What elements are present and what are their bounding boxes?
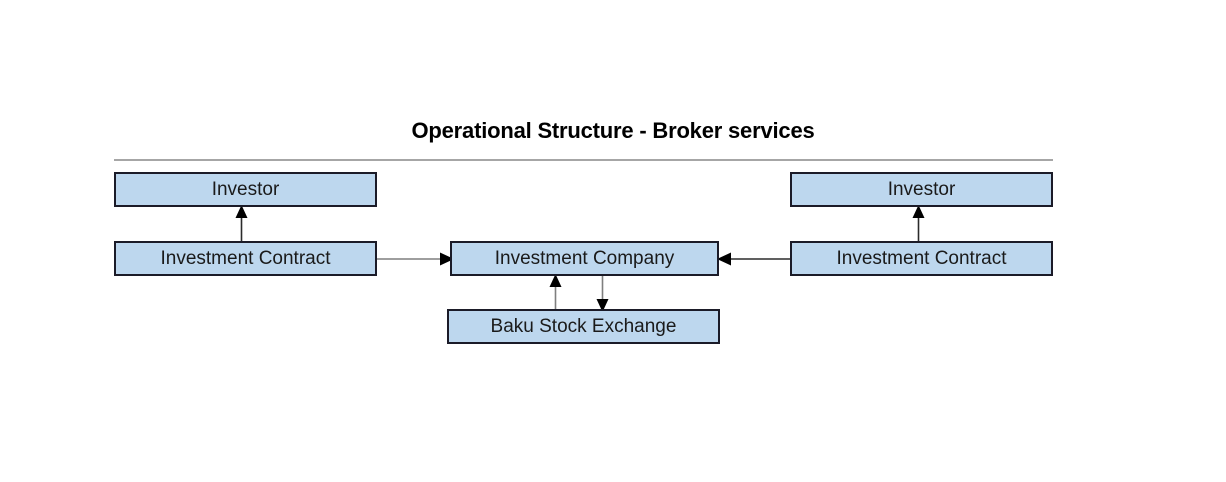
node-investor-right[interactable]: Investor <box>790 172 1053 207</box>
page-title: Operational Structure - Broker services <box>411 118 815 143</box>
node-investment-contract-left[interactable]: Investment Contract <box>114 241 377 276</box>
node-label: Investment Company <box>494 247 675 269</box>
connector-contract-left-to-investor-left <box>235 205 248 245</box>
node-baku-stock-exchange[interactable]: Baku Stock Exchange <box>447 309 720 344</box>
node-investment-company[interactable]: Investment Company <box>450 241 719 276</box>
node-investor-left[interactable]: Investor <box>114 172 377 207</box>
node-label: Investor <box>211 178 280 200</box>
node-label: Investor <box>887 178 956 200</box>
node-investment-contract-right[interactable]: Investment Contract <box>790 241 1053 276</box>
connector-contract-right-to-investor-right <box>912 205 925 245</box>
connector-contract-left-to-company <box>375 252 454 266</box>
connector-exchange-to-company <box>549 274 562 314</box>
node-label: Investment Contract <box>160 247 331 269</box>
node-label: Baku Stock Exchange <box>490 315 677 337</box>
connector-company-to-exchange <box>596 272 609 312</box>
connector-contract-right-to-company <box>717 252 796 266</box>
title-divider <box>114 159 1053 161</box>
node-label: Investment Contract <box>836 247 1007 269</box>
